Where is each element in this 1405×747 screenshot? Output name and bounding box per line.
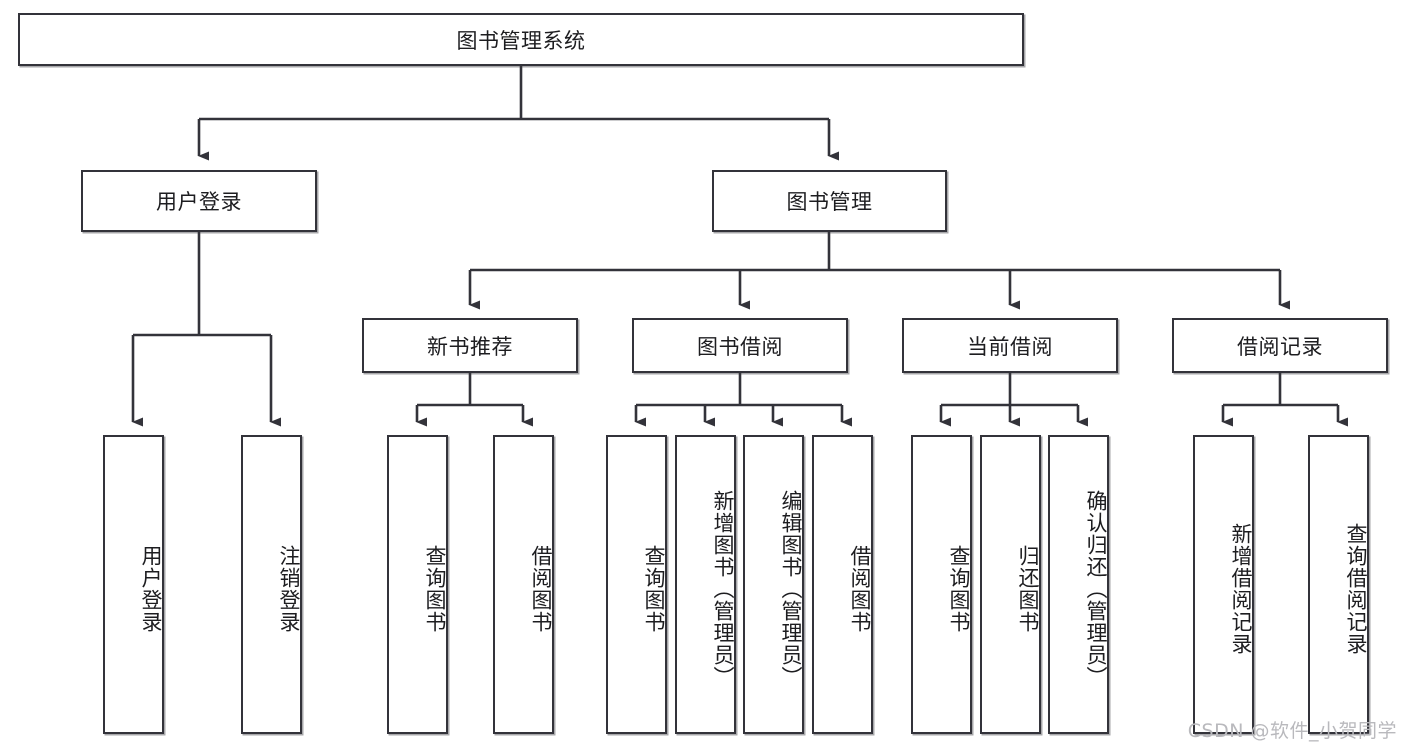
- node-leaf-query-book-2-label: 查询图书: [642, 544, 666, 633]
- node-leaf-add-record-label: 新增借阅记录: [1229, 522, 1253, 655]
- node-new-book-recommend[interactable]: 新书推荐: [362, 318, 578, 373]
- node-leaf-return-book-label: 归还图书: [1016, 544, 1040, 633]
- node-leaf-query-record-label: 查询借阅记录: [1344, 522, 1368, 655]
- node-leaf-logout-login[interactable]: 注销登录: [241, 435, 302, 734]
- node-leaf-confirm-return[interactable]: 确认归还（管理员）: [1048, 435, 1109, 734]
- node-leaf-query-book-3[interactable]: 查询图书: [911, 435, 972, 734]
- node-book-borrow-label: 图书借阅: [697, 334, 783, 359]
- node-leaf-query-book-2[interactable]: 查询图书: [606, 435, 667, 734]
- node-book-borrow[interactable]: 图书借阅: [632, 318, 848, 373]
- node-leaf-logout-login-label: 注销登录: [277, 544, 301, 633]
- node-user-login-label: 用户登录: [156, 190, 242, 214]
- node-borrow-record-label: 借阅记录: [1237, 334, 1323, 359]
- node-root-label: 图书管理系统: [456, 28, 586, 53]
- node-leaf-confirm-return-label: 确认归还（管理员）: [1084, 489, 1108, 688]
- node-new-book-recommend-label: 新书推荐: [427, 334, 513, 359]
- node-leaf-add-book-label: 新增图书（管理员）: [711, 489, 735, 688]
- node-root[interactable]: 图书管理系统: [18, 13, 1024, 66]
- node-borrow-record[interactable]: 借阅记录: [1172, 318, 1388, 373]
- node-leaf-add-book[interactable]: 新增图书（管理员）: [675, 435, 736, 734]
- node-current-borrow-label: 当前借阅: [967, 334, 1053, 359]
- node-leaf-query-book-3-label: 查询图书: [947, 544, 971, 633]
- node-leaf-borrow-book-1-label: 借阅图书: [529, 544, 553, 633]
- node-leaf-user-login[interactable]: 用户登录: [103, 435, 164, 734]
- node-leaf-add-record[interactable]: 新增借阅记录: [1193, 435, 1254, 734]
- node-user-login[interactable]: 用户登录: [81, 170, 317, 232]
- node-book-management-label: 图书管理: [786, 190, 873, 214]
- node-leaf-user-login-label: 用户登录: [139, 544, 163, 633]
- node-leaf-query-book-1-label: 查询图书: [423, 544, 447, 633]
- node-book-management[interactable]: 图书管理: [712, 170, 947, 232]
- node-leaf-query-record[interactable]: 查询借阅记录: [1308, 435, 1369, 734]
- node-leaf-edit-book-label: 编辑图书（管理员）: [779, 489, 803, 688]
- node-leaf-edit-book[interactable]: 编辑图书（管理员）: [743, 435, 804, 734]
- node-leaf-query-book-1[interactable]: 查询图书: [387, 435, 448, 734]
- node-leaf-borrow-book-2[interactable]: 借阅图书: [812, 435, 873, 734]
- node-leaf-return-book[interactable]: 归还图书: [980, 435, 1041, 734]
- node-leaf-borrow-book-1[interactable]: 借阅图书: [493, 435, 554, 734]
- node-current-borrow[interactable]: 当前借阅: [902, 318, 1118, 373]
- node-leaf-borrow-book-2-label: 借阅图书: [848, 544, 872, 633]
